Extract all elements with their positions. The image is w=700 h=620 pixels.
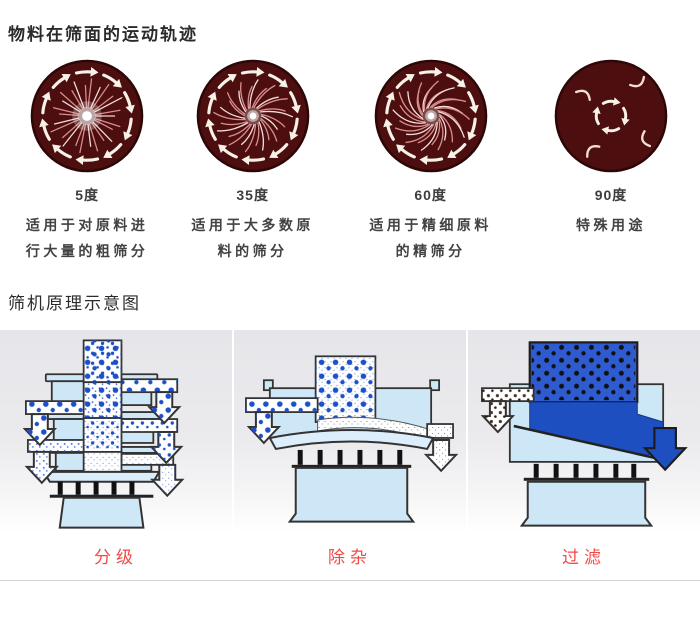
degree-label: 60度	[414, 187, 447, 203]
machine-base	[519, 480, 654, 527]
classifying-machine-drawing	[23, 339, 184, 529]
fines-flow	[317, 416, 454, 442]
trajectory-item-90deg: 90度 特殊用途	[522, 57, 700, 265]
trajectory-item-60deg: 60度 适用于精细原料的精筛分	[339, 57, 522, 265]
motion-pattern-90deg-icon	[554, 59, 668, 173]
slurry-tank	[528, 341, 639, 404]
bottom-divider	[0, 579, 700, 581]
flange-ear	[262, 379, 274, 391]
degree-label: 90度	[594, 187, 628, 203]
impurity-removal-machine-drawing	[245, 355, 458, 523]
diagram-filtration	[468, 329, 700, 532]
feed-column	[82, 339, 123, 473]
discharge-channels	[24, 378, 179, 466]
trajectory-row: 5度 适用于对原料进行大量的粗筛分 35度 适用于大多数原料的筛分 60度 适用…	[8, 57, 700, 265]
principle-panels	[0, 329, 700, 532]
degree-label: 35度	[236, 187, 269, 203]
degree-description: 适用于对原料进行大量的粗筛分	[25, 217, 149, 259]
trajectory-item-5deg: 5度 适用于对原料进行大量的粗筛分	[8, 57, 166, 265]
trajectory-item-35deg: 35度 适用于大多数原料的筛分	[166, 57, 339, 265]
diagram-labels: 分级 除杂 过滤	[0, 532, 700, 580]
degree-label: 5度	[75, 187, 99, 203]
diagram-impurity-removal	[234, 329, 466, 532]
curved-screen-deck	[268, 428, 435, 450]
degree-description: 特殊用途	[576, 217, 647, 233]
degree-description: 适用于精细原料的精筛分	[369, 217, 492, 259]
vibrating-table	[42, 470, 162, 483]
degree-description: 适用于大多数原料的筛分	[191, 217, 314, 259]
principle-section-title: 筛机原理示意图	[8, 293, 141, 313]
diagram-classifying	[0, 329, 232, 532]
impurity-channel	[245, 397, 319, 413]
motion-pattern-5deg-icon	[30, 59, 144, 173]
spring-ribs	[523, 463, 650, 481]
feed-hopper	[314, 355, 377, 423]
motion-pattern-60deg-icon	[374, 59, 487, 173]
solids-channel	[481, 387, 535, 433]
filtration-machine-drawing	[481, 341, 687, 527]
diagram-label-impurity-removal: 除杂	[328, 548, 372, 568]
machine-base	[58, 496, 145, 529]
motion-pattern-35deg-icon	[196, 59, 309, 173]
diagram-label-filtration: 过滤	[562, 548, 606, 568]
spring-ribs	[49, 481, 154, 498]
trajectory-section: 物料在筛面的运动轨迹 5度 适用于对原料进行大量的粗筛分 35度 适用于大多数原…	[0, 0, 700, 265]
machine-base	[287, 466, 416, 523]
inclined-screen	[513, 424, 660, 460]
diagram-label-classifying: 分级	[94, 548, 138, 568]
spring-ribs	[291, 449, 412, 468]
principle-section: 筛机原理示意图	[0, 289, 700, 581]
trajectory-section-title: 物料在筛面的运动轨迹	[8, 25, 198, 44]
flange-ear	[429, 379, 441, 391]
